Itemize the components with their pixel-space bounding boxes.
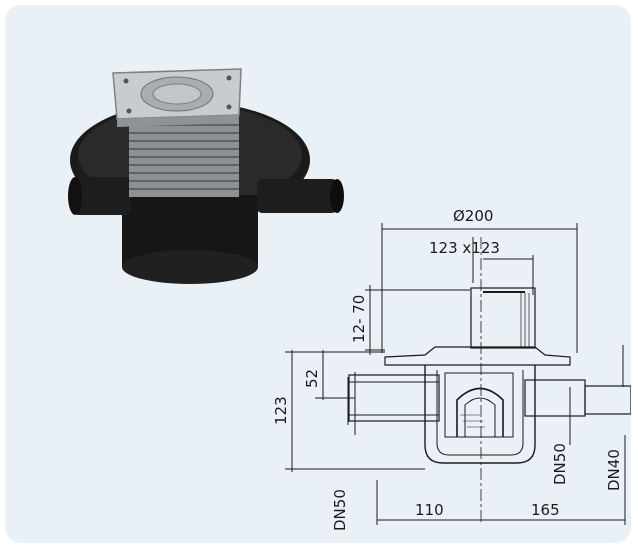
technical-drawing: [285, 223, 631, 525]
dim-outer-diameter: Ø200: [453, 207, 493, 225]
product-photo: [68, 68, 344, 284]
dim-right-offset: 165: [531, 501, 560, 519]
dim-outlet-pipe-a: DN50: [551, 443, 569, 485]
dim-grate-size: 123 x123: [429, 239, 500, 257]
dim-outlet-pipe-b: DN40: [605, 449, 623, 491]
dim-outlet-height: 52: [303, 369, 321, 388]
product-panel: Ø200 123 x123 12- 70 52 123 DN50 DN50 DN…: [5, 5, 631, 543]
dim-inlet-pipe: DN50: [331, 489, 349, 531]
dim-total-height: 123: [272, 396, 290, 425]
dim-adjust-range: 12- 70: [350, 295, 368, 343]
dim-left-offset: 110: [415, 501, 444, 519]
